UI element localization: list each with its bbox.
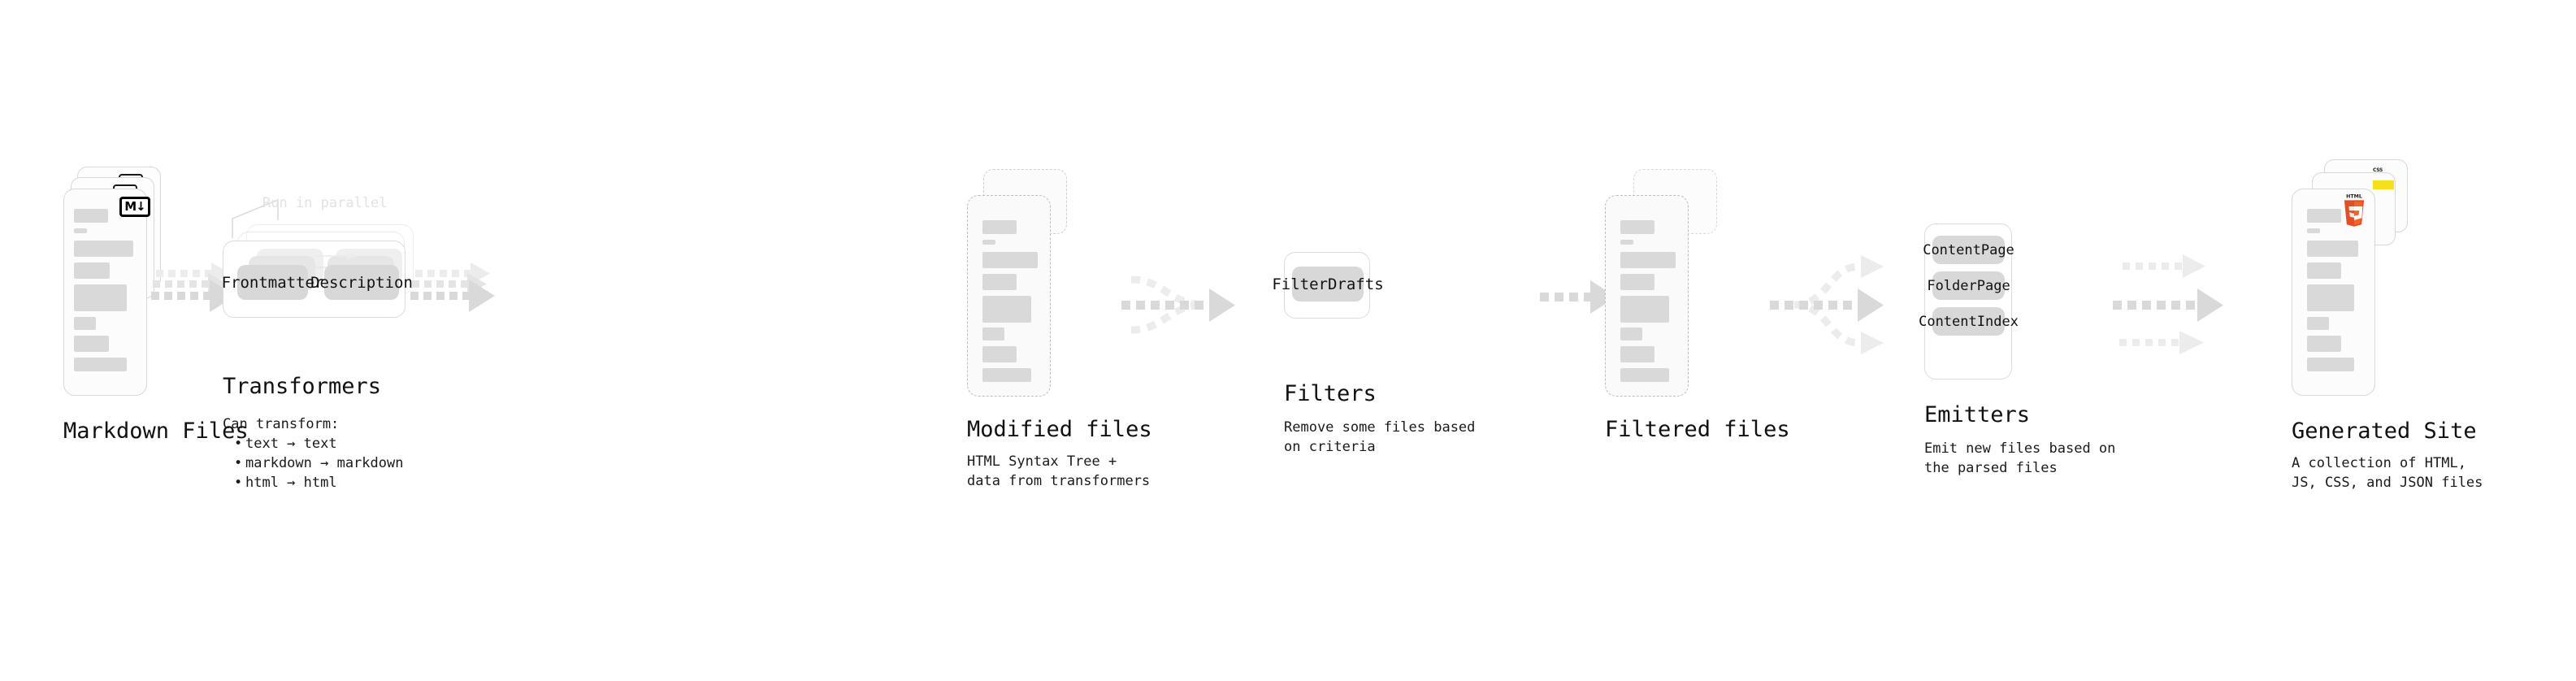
arrow-filters-to-filtered-files: [1540, 280, 1616, 314]
skeleton-line: [74, 317, 96, 330]
skeleton-line: [2307, 336, 2341, 352]
skeleton-line: [1620, 368, 1669, 382]
skeleton-line: [74, 358, 127, 371]
modified-files-subtitle: HTML Syntax Tree + data from transformer…: [967, 453, 1151, 489]
svg-text:HTML: HTML: [2346, 193, 2362, 199]
stage-markdown-files: M↓ M↓ M↓ Markdown Files: [0, 0, 341, 681]
skeleton-subtitle: [2307, 228, 2320, 233]
transformers-bullet: markdown → markdown: [234, 453, 403, 473]
html5-icon: HTML: [2344, 193, 2365, 227]
skeleton-line: [1620, 296, 1669, 323]
skeleton-line: [982, 274, 1017, 290]
skeleton-line: [982, 327, 1004, 340]
generated-site-subtitle: A collection of HTML, JS, CSS, and JSON …: [2292, 455, 2483, 491]
filter-node-filterdrafts[interactable]: FilterDrafts: [1272, 267, 1384, 301]
run-in-parallel-bracket: [232, 198, 279, 238]
arrow-emitters-to-generated-site: [2113, 254, 2223, 354]
skeleton-line: [74, 241, 133, 257]
stage-modified-files: Modified files HTML Syntax Tree + data f…: [926, 0, 1195, 681]
transformers-subtitle-head: Can transform:: [223, 416, 340, 432]
skeleton-line: [2307, 262, 2341, 279]
css-icon-label: CSS: [2373, 167, 2383, 173]
emitter-node-contentpage[interactable]: ContentPage: [1923, 236, 2014, 264]
modified-file-card-front: [967, 195, 1051, 397]
transformers-bullet-list: text → text markdown → markdown html → h…: [223, 434, 403, 492]
skeleton-title: [2307, 209, 2341, 223]
skeleton-line: [982, 252, 1038, 268]
js-icon: [2373, 180, 2394, 189]
arrow-transformers-to-modified-files: [410, 262, 495, 312]
transformers-bullet: html → html: [234, 473, 403, 492]
stage-filtered-files: Filtered files: [1560, 0, 1828, 681]
skeleton-line: [74, 336, 109, 352]
skeleton-line: [2307, 358, 2354, 371]
stage-filters: FilterDrafts Filters Remove some files b…: [1268, 0, 1536, 681]
arrow-modified-files-to-filters: [1121, 275, 1235, 334]
arrow-filtered-files-to-emitters: [1770, 255, 1884, 354]
skeleton-line: [74, 262, 110, 279]
skeleton-line: [2307, 241, 2358, 257]
skeleton-line: [982, 346, 1017, 362]
skeleton-subtitle: [74, 228, 87, 233]
filtered-files-title: Filtered files: [1605, 417, 1790, 442]
emitters-subtitle: Emit new files based on the parsed files: [1924, 440, 2116, 476]
transformer-node-description[interactable]: Description: [310, 265, 413, 300]
transformer-node-frontmatter[interactable]: Frontmatter: [222, 265, 323, 300]
skeleton-subtitle: [1620, 240, 1633, 245]
transformers-title: Transformers: [223, 374, 382, 399]
filters-title: Filters: [1284, 381, 1377, 406]
filters-subtitle: Remove some files based on criteria: [1284, 419, 1476, 455]
stage-transformers: Run in parallel x x x x Frontmatter Desc…: [219, 0, 463, 681]
skeleton-title: [1620, 220, 1654, 234]
generated-file-card-html: [2292, 189, 2375, 396]
skeleton-title: [982, 220, 1017, 234]
skeleton-line: [982, 368, 1031, 382]
skeleton-line: [982, 296, 1031, 323]
generated-site-title: Generated Site: [2292, 419, 2477, 444]
stage-emitters: ContentPage FolderPage ContentIndex Emit…: [1910, 0, 2202, 681]
emitter-node-folderpage[interactable]: FolderPage: [1927, 271, 2010, 300]
markdown-icon: M↓: [119, 197, 150, 217]
skeleton-subtitle: [982, 240, 995, 245]
markdown-file-card-front: [63, 189, 147, 396]
skeleton-line: [2307, 317, 2329, 330]
modified-files-title: Modified files: [967, 417, 1152, 442]
skeleton-line: [1620, 274, 1654, 290]
emitter-node-contentindex[interactable]: ContentIndex: [1919, 307, 2019, 336]
filtered-file-card-front: [1605, 195, 1689, 397]
skeleton-line: [74, 284, 127, 311]
transformers-bullet: text → text: [234, 434, 403, 453]
stage-generated-site: CSS HTML Generated Site A collection of …: [2227, 0, 2576, 681]
emitters-title: Emitters: [1924, 402, 2031, 427]
skeleton-line: [1620, 327, 1642, 340]
run-in-parallel-label: Run in parallel: [262, 195, 388, 211]
skeleton-line: [2307, 284, 2354, 311]
skeleton-line: [1620, 346, 1654, 362]
markdown-files-title: Markdown Files: [63, 419, 249, 444]
skeleton-title: [74, 209, 108, 223]
skeleton-line: [1620, 252, 1676, 268]
